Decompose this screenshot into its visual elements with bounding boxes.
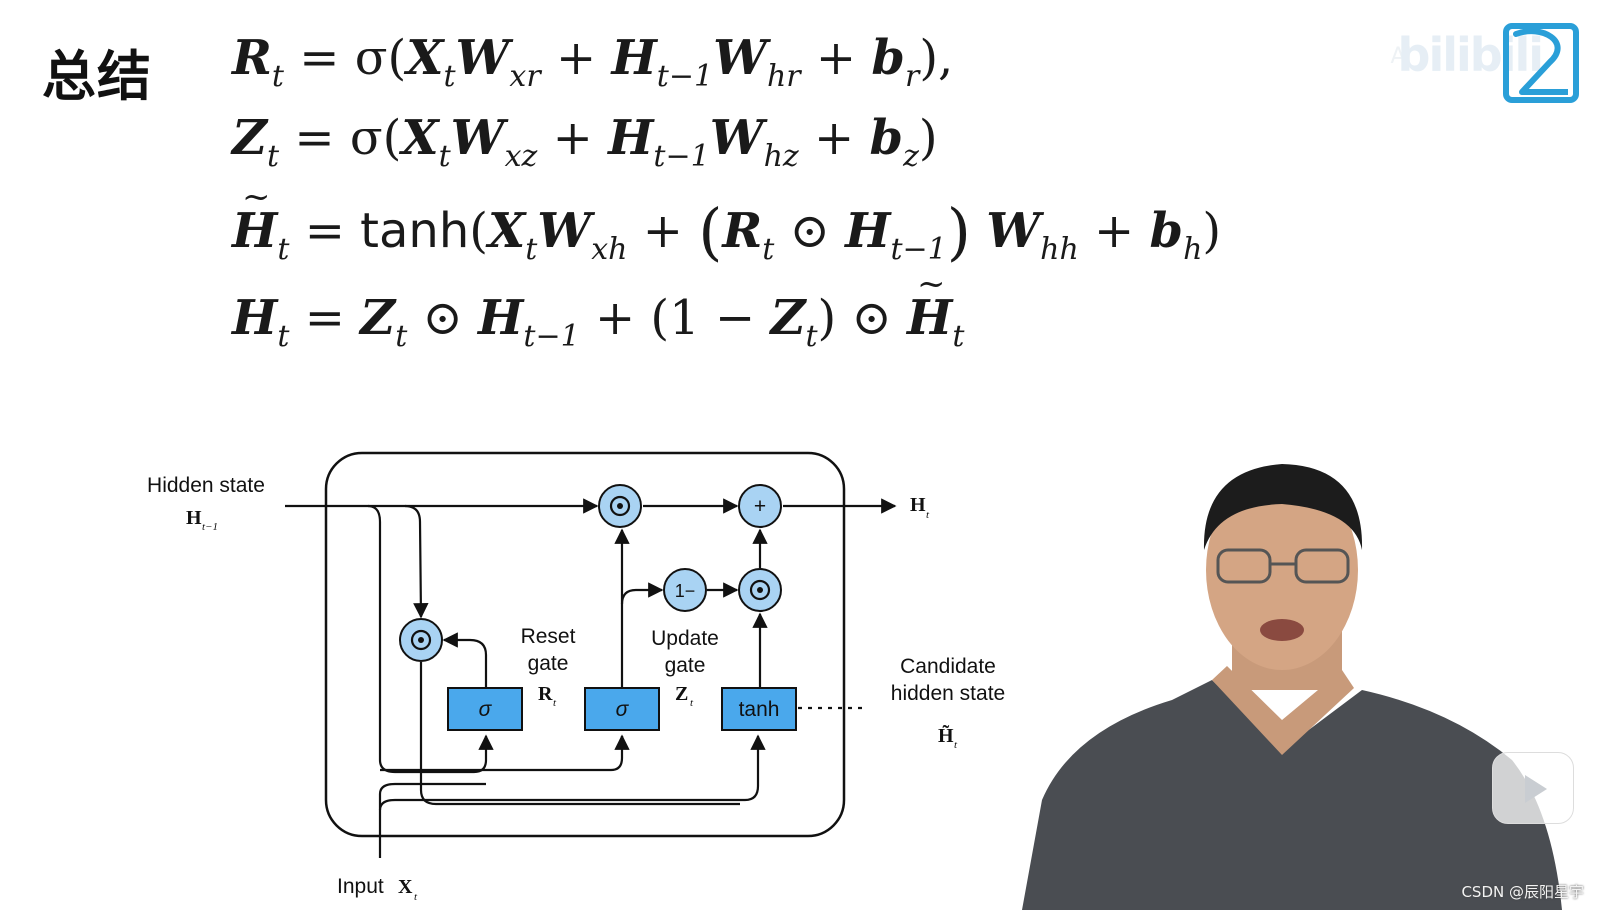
update-gate-label-1: Update — [651, 627, 719, 650]
bilibili-logo-icon — [1503, 23, 1579, 103]
svg-text:+: + — [754, 495, 766, 518]
update-gate-label-2: gate — [665, 654, 706, 677]
odot-icon — [399, 618, 443, 662]
candidate-sub: t — [954, 739, 958, 751]
watermark: CSDN @辰阳星宇 — [1461, 883, 1584, 901]
input-label: Input — [337, 875, 384, 898]
odot-icon — [738, 568, 782, 612]
reset-gate-box: σ — [447, 687, 523, 731]
slide-title: 总结 — [42, 45, 152, 108]
reset-gate-label-2: gate — [528, 652, 569, 675]
input-sub: t — [414, 891, 418, 903]
tanh-box: tanh — [721, 687, 797, 731]
svg-text:σ: σ — [616, 698, 630, 721]
update-gate-box: σ — [584, 687, 660, 731]
equation-reset-gate: Rt = σ(XtWxr + Ht−1Whr + br), — [232, 30, 954, 94]
update-sub: t — [690, 697, 694, 709]
output-sub: t — [926, 509, 930, 521]
reset-gate-label-1: Reset — [521, 625, 576, 648]
svg-text:σ: σ — [479, 698, 493, 721]
equation-candidate-state: Ht = tanh(XtWxh + (Rt ⊙ Ht−1) Whh + bh) — [232, 177, 1221, 268]
logo-faint-text: AI — [1390, 44, 1412, 69]
one-minus-node: 1− — [663, 568, 707, 612]
equation-hidden-state: Ht = Zt ⊙ Ht−1 + (1 − Zt) ⊙ Ht — [232, 264, 964, 352]
reset-sub: t — [553, 697, 557, 709]
connection-lines — [285, 498, 897, 858]
update-symbol: Z — [675, 683, 688, 705]
h-prev-symbol: H — [186, 507, 202, 529]
hidden-state-label: Hidden state — [147, 474, 265, 497]
equation-update-gate: Zt = σ(XtWxz + Ht−1Whz + bz) — [232, 110, 938, 174]
play-icon[interactable] — [1492, 752, 1574, 824]
output-symbol: H — [910, 494, 926, 516]
svg-text:tanh: tanh — [739, 698, 780, 721]
svg-text:1−: 1− — [675, 581, 696, 601]
odot-icon — [598, 484, 642, 528]
cell-frame — [324, 451, 846, 838]
candidate-symbol: H̃ — [938, 724, 954, 747]
plus-icon: + — [738, 484, 782, 528]
input-symbol: X — [398, 876, 413, 898]
candidate-label-1: Candidate — [900, 655, 996, 678]
candidate-label-2: hidden state — [891, 682, 1005, 705]
h-prev-sub: t−1 — [202, 521, 218, 533]
presenter-video — [1022, 464, 1562, 910]
bilibili-logo-text: bilibili — [1397, 28, 1544, 82]
reset-symbol: R — [538, 683, 553, 705]
